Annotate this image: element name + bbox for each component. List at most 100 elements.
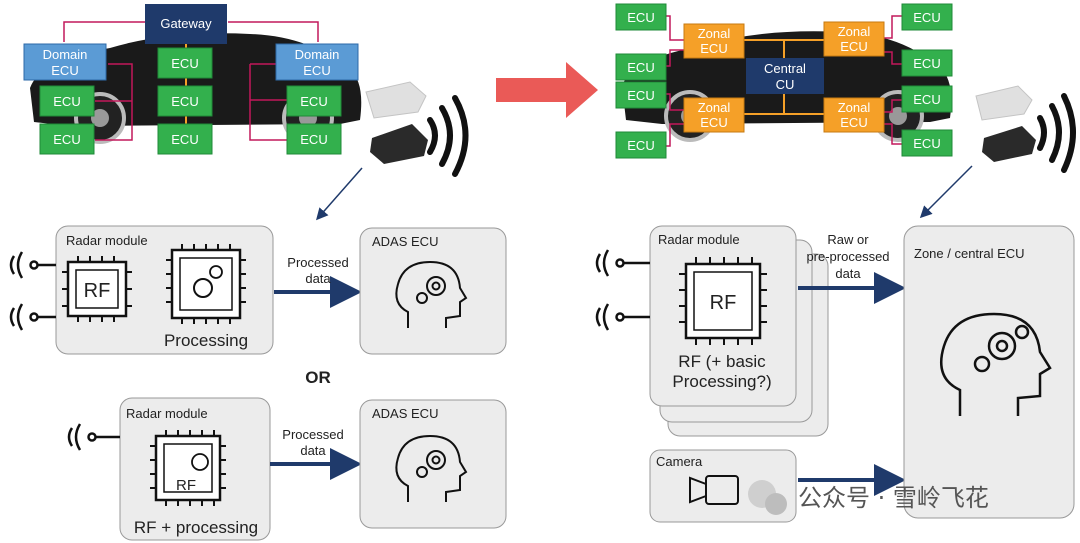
svg-text:ECU: ECU bbox=[913, 136, 940, 151]
antenna-icon bbox=[67, 423, 120, 451]
svg-text:Processed: Processed bbox=[287, 255, 348, 270]
rf-chip-icon: RF bbox=[679, 257, 767, 345]
gear-icon bbox=[191, 453, 209, 471]
ecu-box: ECU bbox=[157, 85, 213, 117]
domain-ecu-box: Domain ECU bbox=[275, 43, 359, 81]
wireless-signal-icon bbox=[1037, 93, 1076, 173]
svg-text:Processing?): Processing?) bbox=[672, 372, 771, 391]
domain-ecu-box: Domain ECU bbox=[23, 43, 107, 81]
svg-text:Zonal: Zonal bbox=[698, 100, 731, 115]
svg-text:ECU: ECU bbox=[913, 92, 940, 107]
svg-text:RF (+ basic: RF (+ basic bbox=[678, 352, 766, 371]
radar-module-stack: Radar module RF RF (+ basic Processing?) bbox=[649, 225, 829, 437]
svg-text:Raw or: Raw or bbox=[827, 232, 869, 247]
svg-text:ADAS ECU: ADAS ECU bbox=[372, 234, 438, 249]
ecu-box: ECU bbox=[157, 123, 213, 155]
svg-text:ECU: ECU bbox=[913, 56, 940, 71]
svg-text:Gateway: Gateway bbox=[160, 16, 212, 31]
antenna-icon bbox=[595, 249, 650, 331]
radar-sensor-icon bbox=[365, 81, 428, 164]
svg-text:ECU: ECU bbox=[627, 10, 654, 25]
svg-text:Radar module: Radar module bbox=[126, 406, 208, 421]
pointer-arrow bbox=[919, 165, 973, 219]
radar-module-box: Radar module RF RF + processing bbox=[119, 397, 271, 541]
svg-text:Zone / central ECU: Zone / central ECU bbox=[914, 246, 1025, 261]
svg-text:ECU: ECU bbox=[53, 94, 80, 109]
svg-text:Radar module: Radar module bbox=[66, 233, 148, 248]
svg-text:ECU: ECU bbox=[303, 63, 330, 78]
antenna-icon bbox=[9, 251, 56, 331]
transition-arrow bbox=[496, 62, 598, 118]
left-wiring bbox=[63, 21, 319, 141]
radar-module-box: Radar module RF Processing bbox=[55, 225, 274, 355]
svg-text:RF: RF bbox=[176, 477, 196, 494]
rf-chip-icon: RF bbox=[62, 256, 132, 322]
adas-ecu-box: ADAS ECU bbox=[359, 399, 507, 529]
svg-text:ECU: ECU bbox=[171, 94, 198, 109]
adas-ecu-box: ADAS ECU bbox=[359, 227, 507, 355]
gear-icon bbox=[209, 265, 223, 279]
watermark: 公众号 · 雪岭飞花 bbox=[748, 480, 989, 515]
svg-text:RF + processing: RF + processing bbox=[134, 518, 258, 537]
ecu-box: ECU bbox=[286, 85, 342, 117]
svg-text:RF: RF bbox=[710, 292, 737, 314]
svg-text:data: data bbox=[300, 443, 326, 458]
svg-text:ECU: ECU bbox=[700, 115, 727, 130]
ecu-box: ECU bbox=[901, 129, 953, 157]
svg-text:ECU: ECU bbox=[171, 132, 198, 147]
svg-text:ECU: ECU bbox=[300, 94, 327, 109]
central-cu-box: Central CU bbox=[746, 58, 824, 94]
brain-gear-head-icon bbox=[395, 260, 468, 328]
svg-text:ECU: ECU bbox=[627, 138, 654, 153]
svg-text:公众号 · 雪岭飞花: 公众号 · 雪岭飞花 bbox=[798, 484, 989, 512]
svg-text:ECU: ECU bbox=[840, 115, 867, 130]
svg-text:Processed: Processed bbox=[282, 427, 343, 442]
svg-text:Zonal: Zonal bbox=[838, 24, 871, 39]
svg-text:Processing: Processing bbox=[164, 331, 248, 350]
ecu-box: ECU bbox=[39, 123, 95, 155]
ecu-box: ECU bbox=[39, 85, 95, 117]
brain-gear-head-icon bbox=[940, 312, 1052, 416]
video-camera-icon bbox=[689, 475, 739, 505]
svg-text:ECU: ECU bbox=[171, 56, 198, 71]
backbone-lines bbox=[744, 39, 824, 115]
svg-text:data: data bbox=[305, 271, 331, 286]
svg-text:ECU: ECU bbox=[300, 132, 327, 147]
processor-chip-icon bbox=[166, 244, 246, 324]
svg-text:Domain: Domain bbox=[295, 47, 340, 62]
svg-text:CU: CU bbox=[776, 77, 795, 92]
svg-text:data: data bbox=[835, 266, 861, 281]
svg-text:Domain: Domain bbox=[43, 47, 88, 62]
ecu-box: ECU bbox=[901, 49, 953, 77]
ecu-box: ECU bbox=[901, 3, 953, 31]
svg-text:ADAS ECU: ADAS ECU bbox=[372, 406, 438, 421]
ecu-box: ECU bbox=[157, 47, 213, 79]
radar-sensor-icon bbox=[975, 85, 1036, 162]
svg-text:Zonal: Zonal bbox=[698, 26, 731, 41]
pointer-arrow bbox=[316, 167, 363, 221]
camera-box: Camera bbox=[649, 449, 797, 523]
ecu-box: ECU bbox=[615, 81, 667, 109]
svg-text:ECU: ECU bbox=[627, 88, 654, 103]
svg-text:ECU: ECU bbox=[913, 10, 940, 25]
ecu-box: ECU bbox=[615, 53, 667, 81]
svg-text:ECU: ECU bbox=[53, 132, 80, 147]
chat-icon bbox=[765, 493, 787, 515]
svg-text:Camera: Camera bbox=[656, 454, 703, 469]
svg-text:Radar module: Radar module bbox=[658, 232, 740, 247]
svg-text:pre-processed: pre-processed bbox=[806, 249, 889, 264]
ecu-box: ECU bbox=[901, 85, 953, 113]
svg-text:Zonal: Zonal bbox=[838, 100, 871, 115]
svg-text:Central: Central bbox=[764, 61, 806, 76]
svg-text:RF: RF bbox=[84, 280, 111, 302]
ecu-box: ECU bbox=[615, 131, 667, 159]
rf-processor-chip-icon: RF bbox=[150, 430, 226, 506]
gateway-box: Gateway bbox=[145, 4, 227, 44]
svg-text:ECU: ECU bbox=[840, 39, 867, 54]
